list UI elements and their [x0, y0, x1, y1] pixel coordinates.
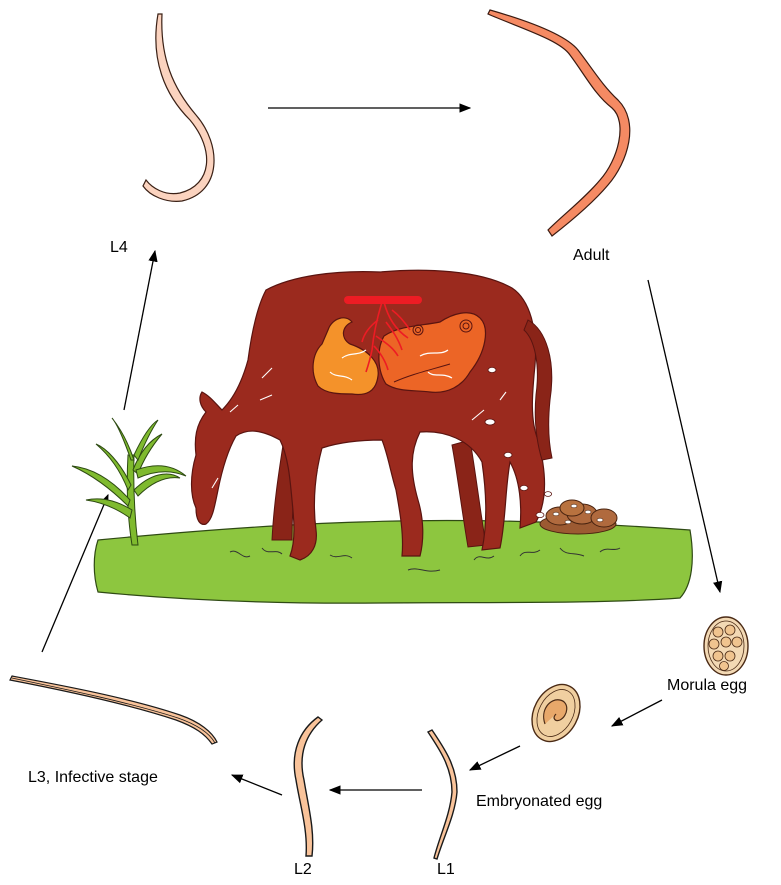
label-l2: L2 — [294, 862, 312, 878]
horse-icon — [192, 270, 553, 560]
pasture-icon — [94, 520, 692, 603]
label-l4: L4 — [110, 240, 128, 256]
manure-pile-icon — [540, 500, 617, 534]
arrow-morula-to-embryonated-egg — [612, 700, 662, 726]
label-l1: L1 — [437, 862, 455, 878]
adult-worm-icon — [488, 10, 630, 236]
label-morula-egg: Morula egg — [667, 678, 747, 694]
l1-larva-icon — [428, 730, 457, 859]
arrow-embryonated-egg-to-l1 — [470, 746, 520, 770]
l3-larva-icon — [10, 676, 217, 744]
label-adult: Adult — [573, 248, 609, 264]
l4-larva-icon — [143, 14, 214, 201]
morula-egg-icon — [704, 617, 748, 675]
label-embryonated-egg: Embryonated egg — [476, 794, 602, 810]
grass-plant-icon — [72, 418, 186, 545]
label-l3: L3, Infective stage — [28, 770, 158, 786]
arrow-l2-to-l3 — [232, 775, 282, 795]
l2-larva-icon — [294, 717, 322, 856]
arrow-grass-to-l4 — [124, 251, 155, 410]
embryonated-egg-icon — [522, 676, 589, 750]
